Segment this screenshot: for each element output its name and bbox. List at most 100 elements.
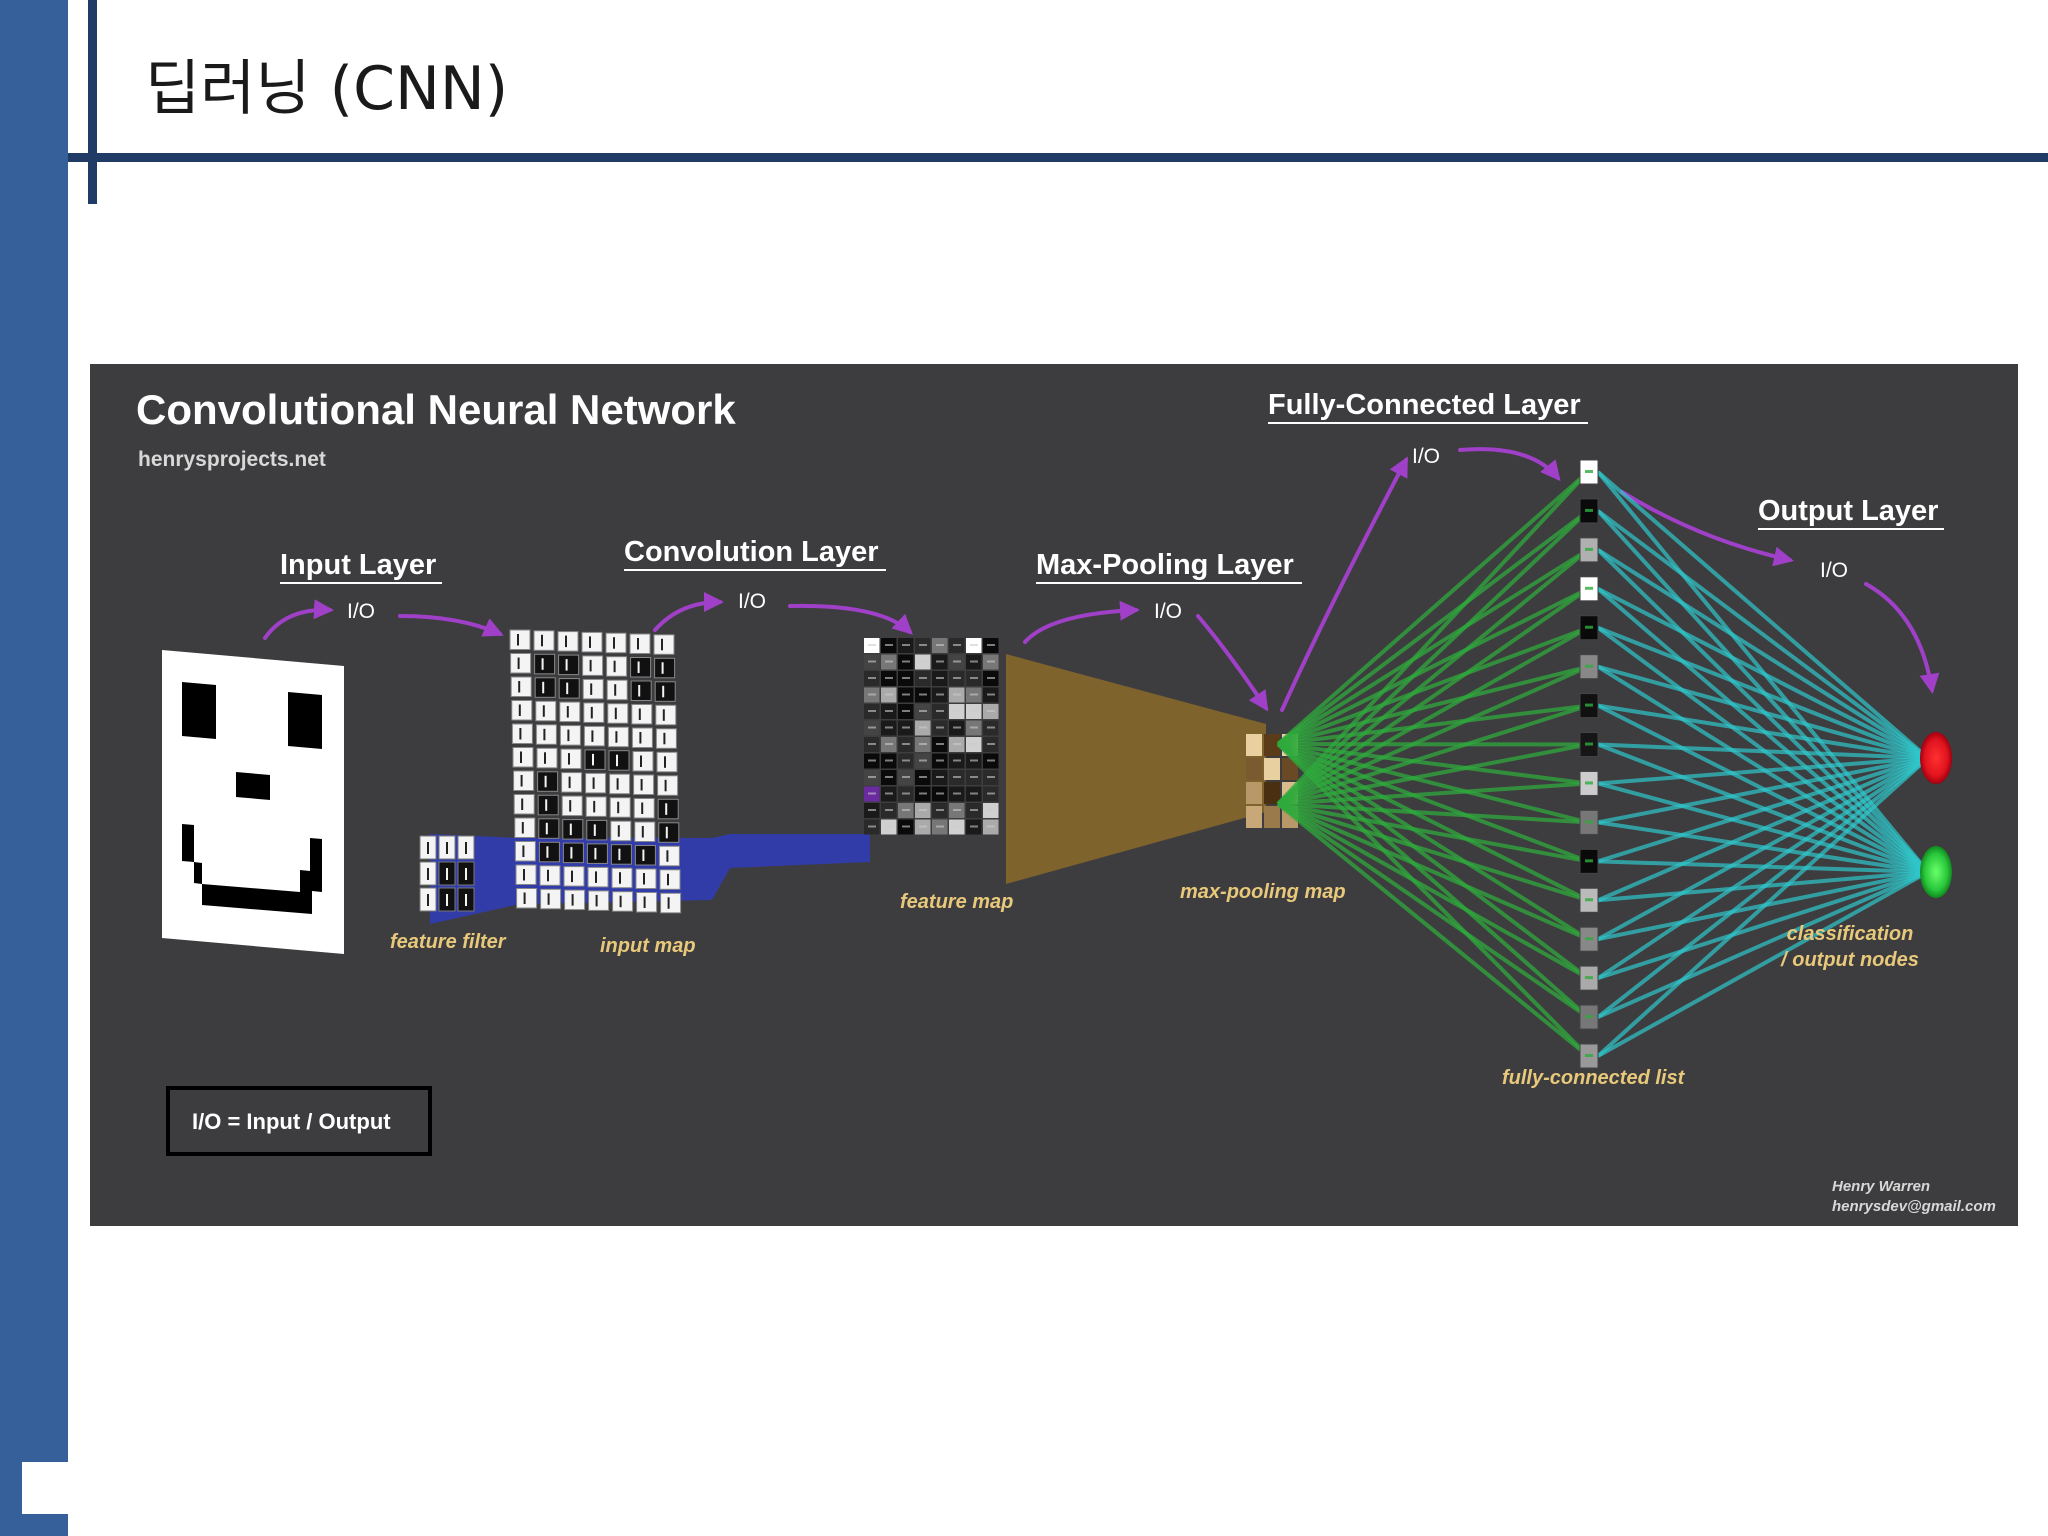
fully-connected-node-mark: [1585, 898, 1593, 902]
fully-connected-node-mark: [1585, 664, 1593, 668]
input-map-cell-mark: [592, 753, 594, 766]
input-map-cell-mark: [664, 779, 667, 792]
caption-input-map: input map: [600, 935, 696, 957]
input-map-cell-mark: [664, 756, 666, 768]
input-map-cell-mark: [642, 849, 645, 861]
title-vertical-rule: [88, 0, 97, 204]
input-map-cell-mark: [640, 779, 643, 791]
input-map-cell-mark: [568, 776, 571, 789]
input-map-cell: [629, 633, 651, 654]
pool-cell: [1246, 806, 1262, 828]
input-map-cell-mark: [519, 728, 522, 740]
input-map-cell-mark: [566, 682, 569, 695]
input-map-cell: [539, 865, 561, 886]
feature-map-cell-mark: [902, 759, 910, 762]
feature-map-cell-mark: [970, 660, 978, 663]
input-map-cell: [511, 723, 533, 744]
fully-connected-node-mark: [1585, 820, 1593, 824]
feature-filter-grid: [419, 835, 475, 912]
input-map-cell: [583, 725, 605, 747]
green-link: [1276, 548, 1590, 746]
fully-connected-node-mark: [1585, 703, 1593, 707]
feature-map-cell-mark: [936, 660, 944, 663]
input-map-cell-mark: [517, 634, 519, 646]
output-node-red: [1920, 732, 1952, 784]
feature-map-cell-mark: [970, 776, 978, 778]
input-map-cell: [656, 751, 678, 773]
feature-map-cell-mark: [902, 726, 910, 729]
green-link: [1277, 664, 1589, 746]
input-map-cell: [537, 794, 559, 816]
corner-box: [22, 1462, 68, 1514]
feature-map-cell-mark: [919, 825, 927, 828]
input-map-cell: [581, 631, 603, 653]
fully-connected-node-mark: [1585, 625, 1593, 629]
heading-input-layer: Input Layer: [280, 549, 442, 584]
feature-map-cell-mark: [868, 710, 876, 712]
input-map-cell: [515, 864, 537, 885]
input-map-cell: [608, 750, 630, 771]
feature-map-cell-mark: [885, 809, 893, 811]
filter-cell-mark: [446, 842, 448, 854]
input-map-cell-mark: [546, 846, 549, 858]
feature-map-cell-mark: [919, 644, 927, 646]
cyan-link: [1597, 625, 1929, 760]
green-link: [1276, 470, 1590, 746]
green-link: [1276, 742, 1590, 980]
filter-cell-mark: [446, 868, 448, 880]
figure-website: henrysprojects.net: [138, 448, 326, 471]
feature-map-cell-mark: [936, 759, 944, 762]
input-map-cell: [636, 892, 658, 913]
input-map-cell: [538, 841, 560, 863]
input-map-cell: [557, 631, 579, 652]
feature-map-cell-mark: [885, 743, 893, 745]
input-map-cell-mark: [566, 706, 569, 718]
input-map-cell-mark: [638, 685, 641, 697]
input-map-cell-mark: [545, 799, 548, 811]
feature-map-cell-mark: [953, 726, 961, 729]
input-map-cell-mark: [662, 709, 665, 721]
feature-map-cell-mark: [919, 809, 927, 811]
cyan-link: [1597, 756, 1929, 941]
green-link: [1277, 742, 1589, 825]
input-map-cell-mark: [641, 826, 644, 838]
input-map-cell: [516, 888, 538, 909]
green-link: [1277, 742, 1589, 903]
fully-connected-node-mark: [1585, 1054, 1593, 1057]
fully-connected-node-mark: [1585, 508, 1593, 512]
heading-fully-connected-layer: Fully-Connected Layer: [1268, 389, 1588, 424]
network-links: [1276, 470, 1930, 1058]
green-link: [1276, 742, 1590, 941]
fully-connected-node-mark: [1585, 586, 1593, 590]
feature-map-cell-mark: [953, 809, 961, 811]
cyan-link: [1596, 470, 1930, 760]
input-map-cell-mark: [518, 704, 521, 716]
input-map-cell-mark: [544, 752, 546, 764]
input-map-cell: [561, 795, 583, 817]
input-map-cell: [658, 822, 680, 843]
input-map-cell-mark: [595, 871, 597, 883]
input-map-cell: [655, 704, 677, 726]
input-map-cell-mark: [590, 683, 593, 695]
feature-map-cell-mark: [902, 776, 910, 778]
feature-map-cell-mark: [885, 759, 893, 762]
input-map-cell-mark: [643, 896, 646, 908]
input-map-cell-mark: [661, 662, 664, 674]
heading-output-layer: Output Layer: [1758, 495, 1944, 530]
input-map-cell-mark: [666, 850, 669, 862]
feature-map-cell-mark: [987, 809, 995, 811]
green-link: [1276, 802, 1590, 1019]
cyan-link: [1596, 548, 1930, 760]
input-map-cell: [655, 728, 677, 749]
feature-map-cell-mark: [987, 677, 995, 679]
feature-map-cell-mark: [970, 743, 978, 745]
input-map-cell-mark: [520, 751, 522, 763]
input-map-cell: [632, 751, 654, 772]
input-map-cell-mark: [544, 775, 547, 788]
feature-map-cell-mark: [868, 693, 876, 696]
author-email: henrysdev@gmail.com: [1832, 1198, 1996, 1215]
input-map-cell: [509, 629, 531, 650]
feature-map-cell-mark: [902, 677, 910, 679]
green-link: [1277, 742, 1589, 786]
green-link: [1277, 625, 1589, 746]
